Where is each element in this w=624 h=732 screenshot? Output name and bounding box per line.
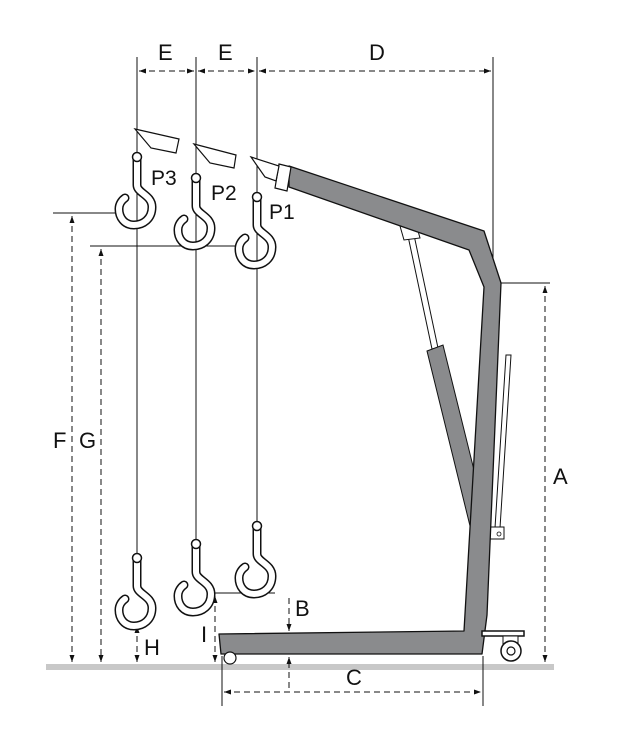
hydraulic-cylinder xyxy=(426,344,475,531)
hook-p1-raised xyxy=(239,193,272,266)
handle-pivot xyxy=(496,531,502,537)
label-e2: E xyxy=(218,40,233,65)
hook-p2-raised xyxy=(178,174,211,247)
label-e1: E xyxy=(158,40,173,65)
caster-plate xyxy=(481,630,525,637)
label-c: C xyxy=(346,665,362,690)
boom-tip-p3 xyxy=(133,128,180,154)
label-a: A xyxy=(553,464,568,489)
hook-p2-lowered xyxy=(178,540,211,613)
label-p3: P3 xyxy=(151,167,177,190)
caster-hub xyxy=(506,646,516,656)
hydraulic-rod xyxy=(407,234,439,350)
hook-p3-raised xyxy=(119,153,152,226)
front-wheel xyxy=(223,651,237,665)
label-p1: P1 xyxy=(269,201,295,224)
label-d: D xyxy=(369,40,385,65)
label-g: G xyxy=(79,428,96,453)
crane-frame xyxy=(218,165,502,655)
label-b: B xyxy=(295,596,310,621)
boom-tip-p1 xyxy=(249,155,280,182)
hook-p1-lowered xyxy=(239,522,272,595)
reference-lines xyxy=(53,57,550,706)
boom-tip-p2 xyxy=(192,142,237,169)
label-h: H xyxy=(144,635,160,660)
hook-p3-lowered xyxy=(119,554,152,627)
label-i: I xyxy=(201,622,207,647)
label-p2: P2 xyxy=(211,182,237,205)
dimension-lines xyxy=(69,68,548,695)
label-f: F xyxy=(53,428,66,453)
ground xyxy=(46,664,554,670)
